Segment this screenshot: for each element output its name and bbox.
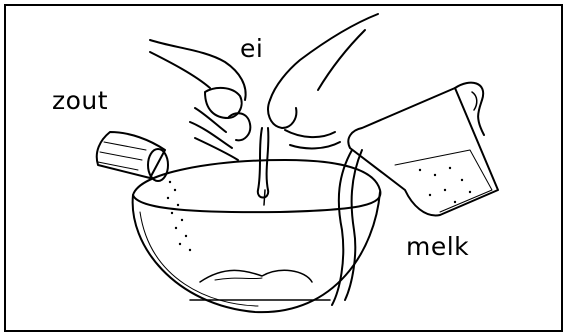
salt-shaker (97, 132, 191, 251)
label-milk: melk (406, 234, 469, 259)
label-salt: zout (52, 88, 108, 113)
milk-jug (332, 83, 498, 305)
label-egg: ei (240, 36, 263, 61)
hands-cracking-egg (150, 14, 378, 205)
